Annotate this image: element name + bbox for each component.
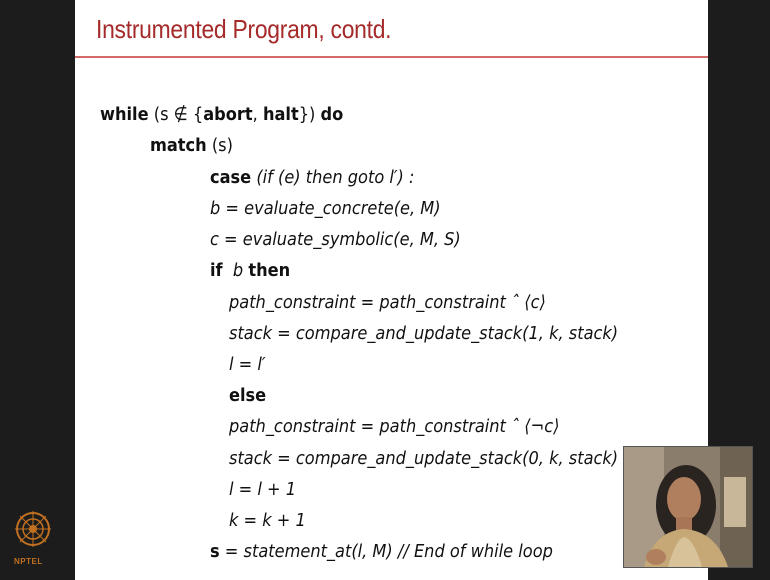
code-line-else: else xyxy=(229,385,267,406)
nptel-logo-text: NPTEL xyxy=(14,557,43,566)
code-line-stack-update-1: stack = compare_and_update_stack(1, k, s… xyxy=(229,323,619,344)
code-line-while: while (s ∉ {abort, halt}) do xyxy=(100,104,344,125)
code-line-case: case (if (e) then goto l′) : xyxy=(210,167,415,188)
slide-title: Instrumented Program, contd. xyxy=(96,14,392,44)
left-black-bar xyxy=(0,0,75,580)
code-line-path-constraint-c: path_constraint = path_constraint ˆ ⟨c⟩ xyxy=(229,292,546,313)
presenter-video xyxy=(623,446,753,568)
code-line-if: if b then xyxy=(210,260,291,281)
title-underline xyxy=(75,56,708,58)
code-line-match: match (s) xyxy=(150,135,233,156)
code-line-k-increment: k = k + 1 xyxy=(229,510,306,531)
code-line-path-constraint-not-c: path_constraint = path_constraint ˆ ⟨¬c⟩ xyxy=(229,416,560,437)
code-line-evaluate-symbolic: c = evaluate_symbolic(e, M, S) xyxy=(210,229,461,250)
code-line-l-increment: l = l + 1 xyxy=(229,479,297,500)
pseudocode-block: while (s ∉ {abort, halt}) do match (s) c… xyxy=(75,0,708,580)
presenter-image xyxy=(624,447,752,567)
code-line-l-equals-lprime: l = l′ xyxy=(229,354,266,375)
code-line-stack-update-0: stack = compare_and_update_stack(0, k, s… xyxy=(229,448,619,469)
code-line-evaluate-concrete: b = evaluate_concrete(e, M) xyxy=(210,198,441,219)
nptel-logo xyxy=(15,511,51,547)
slide: Instrumented Program, contd. while (s ∉ … xyxy=(75,0,708,580)
code-line-statement-at: s = statement_at(l, M) // End of while l… xyxy=(210,541,553,562)
